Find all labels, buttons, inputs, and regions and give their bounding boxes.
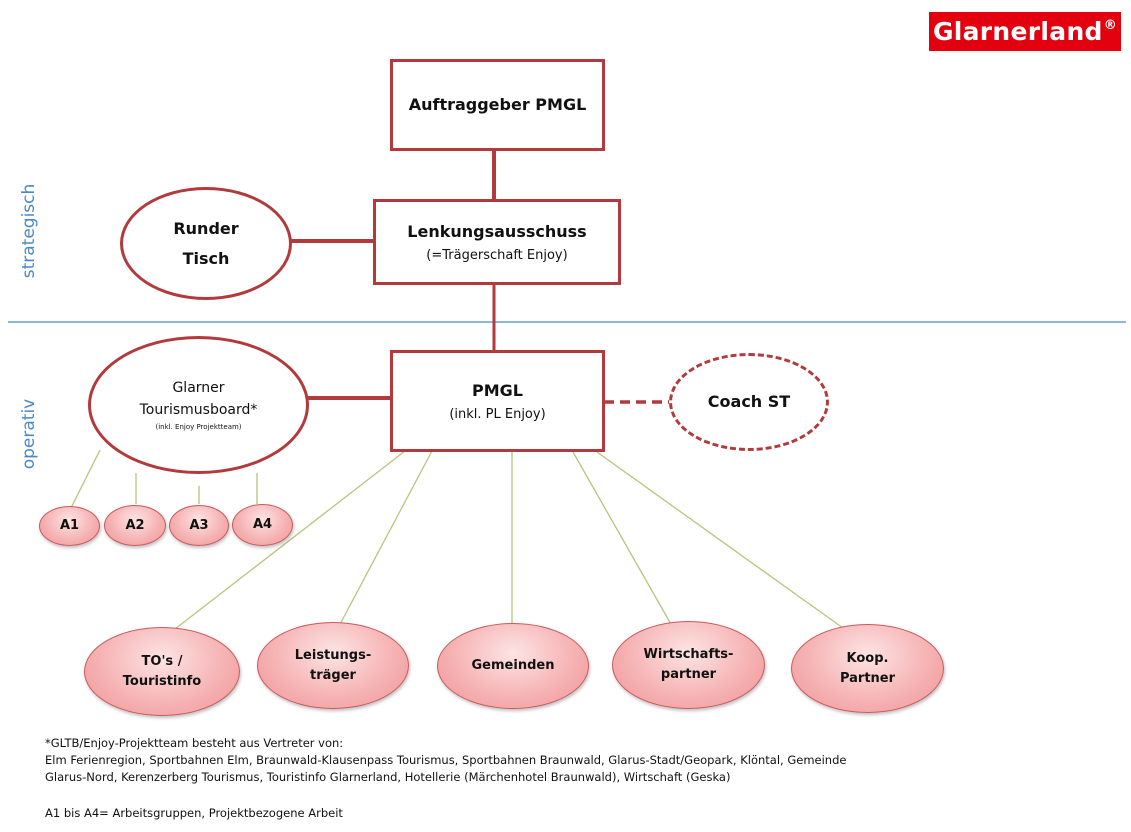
partner-koop: Koop. Partner <box>791 624 944 713</box>
group-a3: A3 <box>169 505 229 546</box>
footnote-members-line1: Elm Ferienregion, Sportbahnen Elm, Braun… <box>45 753 847 767</box>
tourismusboard-oval: Glarner Tourismusboard* (inkl. Enjoy Pro… <box>88 336 309 474</box>
footnote-groups: A1 bis A4= Arbeitsgruppen, Projektbezoge… <box>45 806 343 820</box>
pmgl-subtitle: (inkl. PL Enjoy) <box>449 407 546 422</box>
pmgl-title: PMGL <box>472 381 523 400</box>
partner-leistung-line2: träger <box>310 667 356 683</box>
tourismusboard-subtitle: (inkl. Enjoy Projektteam) <box>155 423 242 431</box>
partner-koop-line1: Koop. <box>846 650 889 666</box>
partner-wirtschaft-line1: Wirtschafts- <box>643 647 734 662</box>
partner-wirtschaft-line2: partner <box>660 667 717 682</box>
partner-tos-touristinfo: TO's / Touristinfo <box>84 627 240 716</box>
partner-gemeinden: Gemeinden <box>437 623 589 709</box>
partner-gemeinden-line1: Gemeinden <box>471 658 555 673</box>
runder-tisch-oval: Runder Tisch <box>120 187 292 300</box>
group-a2: A2 <box>104 505 166 546</box>
group-a4-label: A4 <box>252 517 273 532</box>
pmgl-box: PMGL (inkl. PL Enjoy) <box>390 350 605 452</box>
connector-pmgl-koop <box>596 451 844 629</box>
lenkungsausschuss-box: Lenkungsausschuss (=Trägerschaft Enjoy) <box>373 199 621 285</box>
connector-pmgl-tos <box>165 450 406 637</box>
partner-koop-line2: Partner <box>839 670 896 686</box>
auftraggeber-box: Auftraggeber PMGL <box>390 59 605 151</box>
operative-label: operativ <box>19 398 39 470</box>
group-a1: A1 <box>39 506 100 546</box>
coach-label: Coach ST <box>707 392 791 411</box>
lenkungsausschuss-subtitle: (=Trägerschaft Enjoy) <box>426 248 568 263</box>
connector-pmgl-wirtschaft <box>572 451 673 627</box>
runder-tisch-line1: Runder <box>173 218 239 238</box>
group-a2-label: A2 <box>125 517 145 533</box>
connector-pmgl-leistung <box>337 450 433 629</box>
strategic-label: strategisch <box>19 183 39 279</box>
lenkungsausschuss-title: Lenkungsausschuss <box>407 222 587 241</box>
tourismusboard-line1: Glarner <box>172 380 225 396</box>
tourismusboard-line2: Tourismusboard* <box>139 402 258 418</box>
footnote-heading: *GLTB/Enjoy-Projektteam besteht aus Vert… <box>45 736 344 750</box>
partner-tos-line1: TO's / <box>141 653 183 669</box>
coach-oval: Coach ST <box>669 353 829 451</box>
group-a4: A4 <box>232 504 293 546</box>
group-a3-label: A3 <box>189 517 209 533</box>
auftraggeber-label: Auftraggeber PMGL <box>408 95 587 114</box>
connector-board-a1 <box>69 449 101 511</box>
footnote-members-line2: Glarus-Nord, Kerenzerberg Tourismus, Tou… <box>45 770 731 784</box>
runder-tisch-line2: Tisch <box>182 248 230 268</box>
glarnerland-logo: Glarnerland® <box>929 12 1121 51</box>
partner-leistung-line1: Leistungs- <box>294 647 372 663</box>
group-a1-label: A1 <box>59 518 80 533</box>
partner-tos-line2: Touristinfo <box>122 673 202 689</box>
partner-wirtschaftspartner: Wirtschafts- partner <box>612 621 765 709</box>
partner-leistungstraeger: Leistungs- träger <box>257 622 409 709</box>
